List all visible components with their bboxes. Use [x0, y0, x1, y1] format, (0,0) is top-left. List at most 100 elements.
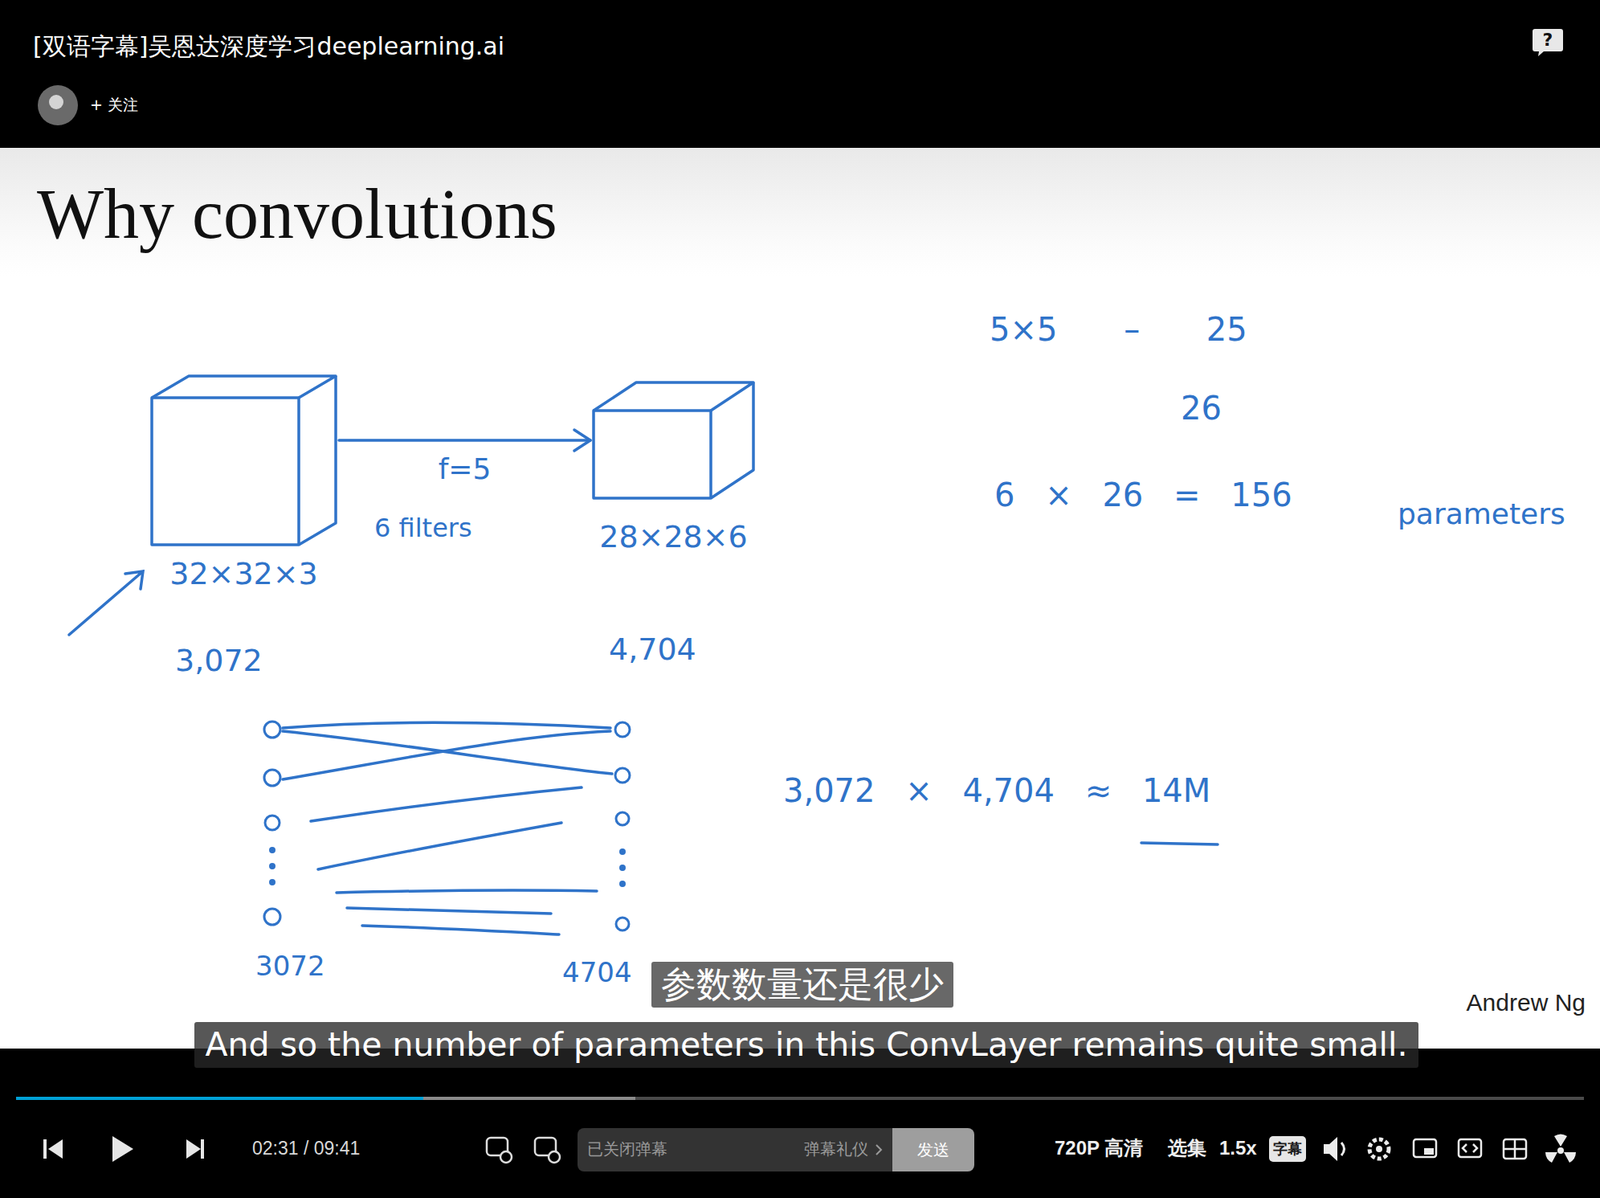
volume-size: 28×28×6 — [591, 518, 756, 556]
widescreen-icon — [1462, 1143, 1478, 1152]
danmaku-input: 已关闭弹幕 弹幕礼仪 — [577, 1127, 893, 1172]
arrow-shaft — [338, 438, 591, 442]
weight-line — [310, 787, 582, 821]
avatar-face — [48, 94, 64, 110]
avatar — [37, 85, 78, 126]
input-text: 已关闭弹幕 — [587, 1138, 668, 1159]
button-text: 发送 — [917, 1139, 950, 1160]
fullscreen-icon — [1545, 1134, 1576, 1163]
video-title: [双语字幕]吴恩达深度学习deeplearning.ai — [32, 32, 505, 62]
weight-line — [318, 822, 562, 870]
avatar-circle — [37, 85, 78, 126]
ellipsis-dot — [620, 849, 625, 854]
underline — [1141, 842, 1218, 845]
neuron — [616, 917, 629, 931]
volume-size: 32×32×3 — [150, 555, 338, 593]
output-size: 4,704 — [608, 631, 697, 669]
input-volume: 32×32×3 — [150, 374, 338, 593]
ellipsis-dot — [270, 864, 275, 869]
author-watermark: Andrew Ng — [1466, 987, 1586, 1017]
cube-edge — [151, 397, 299, 545]
ellipsis-dot — [620, 865, 625, 870]
weight-line — [282, 730, 613, 774]
chevron-icon — [876, 1144, 882, 1155]
prev-icon — [43, 1138, 47, 1159]
danmaku-settings-icon — [548, 1151, 560, 1163]
weight-line — [282, 730, 611, 780]
arrow-head — [574, 429, 591, 451]
pip-icon — [1413, 1138, 1437, 1157]
prev-icon — [48, 1138, 63, 1159]
progress-bar — [16, 1096, 1584, 1100]
badge-text: 字幕 — [1273, 1139, 1303, 1158]
volume-icon — [1341, 1142, 1345, 1156]
output-neurons — [615, 722, 630, 931]
neuron — [616, 812, 629, 825]
english-subtitle: And so the number of parameters in this … — [194, 1021, 1420, 1068]
webfull-icon — [1503, 1138, 1527, 1159]
weight-line — [282, 722, 611, 728]
danmaku-icon — [500, 1151, 512, 1163]
input-text: 弹幕礼仪 — [804, 1138, 869, 1159]
bubble-shape — [1532, 28, 1564, 57]
subtitle-text: And so the number of parameters in this … — [205, 1024, 1409, 1065]
slide-area — [0, 147, 1600, 1049]
total-params: 6 × 26 = 156 — [994, 475, 1293, 515]
episodes-button: 选集 — [1167, 1136, 1207, 1160]
filter-count: 6 filters — [374, 512, 473, 543]
slide-title: Why convolutions — [36, 171, 558, 258]
progress-buffer — [16, 1096, 636, 1100]
chevron-icon — [874, 1142, 883, 1156]
dense-params: 3,072 × 4,704 ≈ 14M — [783, 771, 1211, 810]
playback-icons — [43, 1135, 205, 1162]
ellipsis-dot — [270, 880, 275, 885]
cube-edge — [151, 375, 336, 398]
output-units: 4704 — [562, 955, 633, 989]
time-display: 02:31 / 09:41 — [252, 1137, 360, 1160]
speed-button: 1.5x — [1219, 1136, 1258, 1160]
help-icon: ? — [1542, 29, 1554, 51]
input-neurons — [264, 721, 281, 925]
conv-arrow — [338, 429, 591, 451]
follow-button: + 关注 — [89, 95, 139, 115]
cube-edge — [593, 410, 711, 498]
weight-line — [362, 925, 560, 935]
neuron — [264, 769, 281, 786]
right-icons — [1323, 1134, 1576, 1163]
weight-line — [336, 889, 597, 893]
input-units: 3072 — [255, 949, 326, 983]
next-icon — [200, 1138, 205, 1159]
webfull-icon — [1503, 1138, 1527, 1159]
output-volume: 28×28×6 — [591, 380, 756, 556]
help-bubble: ? — [1530, 27, 1565, 58]
volume-icon — [1323, 1136, 1338, 1161]
chinese-subtitle: 参数数量还是很少 — [651, 961, 954, 1008]
progress-played — [16, 1096, 424, 1100]
params-with-bias: 26 — [1180, 388, 1222, 428]
widescreen-icon — [1458, 1138, 1482, 1157]
play-icon — [112, 1135, 134, 1162]
subtitle-toggle: 字幕 — [1269, 1135, 1307, 1162]
weight-line — [346, 907, 552, 914]
send-button: 发送 — [892, 1127, 975, 1172]
neuron — [265, 815, 280, 830]
input-size: 3,072 — [175, 642, 263, 680]
danmaku-icons — [486, 1137, 560, 1163]
neuron — [264, 721, 281, 738]
neuron — [615, 722, 630, 737]
fullscreen-icon — [1557, 1146, 1564, 1154]
cube-edge — [298, 375, 336, 545]
params-word: parameters — [1397, 496, 1566, 531]
neuron — [264, 908, 281, 925]
next-icon — [186, 1138, 201, 1159]
cube-edge — [710, 382, 754, 498]
ellipsis-dot — [270, 848, 275, 853]
ellipsis-dot — [620, 881, 625, 886]
settings-icon — [1375, 1145, 1383, 1152]
progress-track — [16, 1096, 1584, 1100]
cube-edge — [593, 382, 754, 411]
title-bar — [0, 0, 1600, 148]
cube-outline — [591, 380, 756, 500]
pointer-arrow — [69, 571, 143, 635]
